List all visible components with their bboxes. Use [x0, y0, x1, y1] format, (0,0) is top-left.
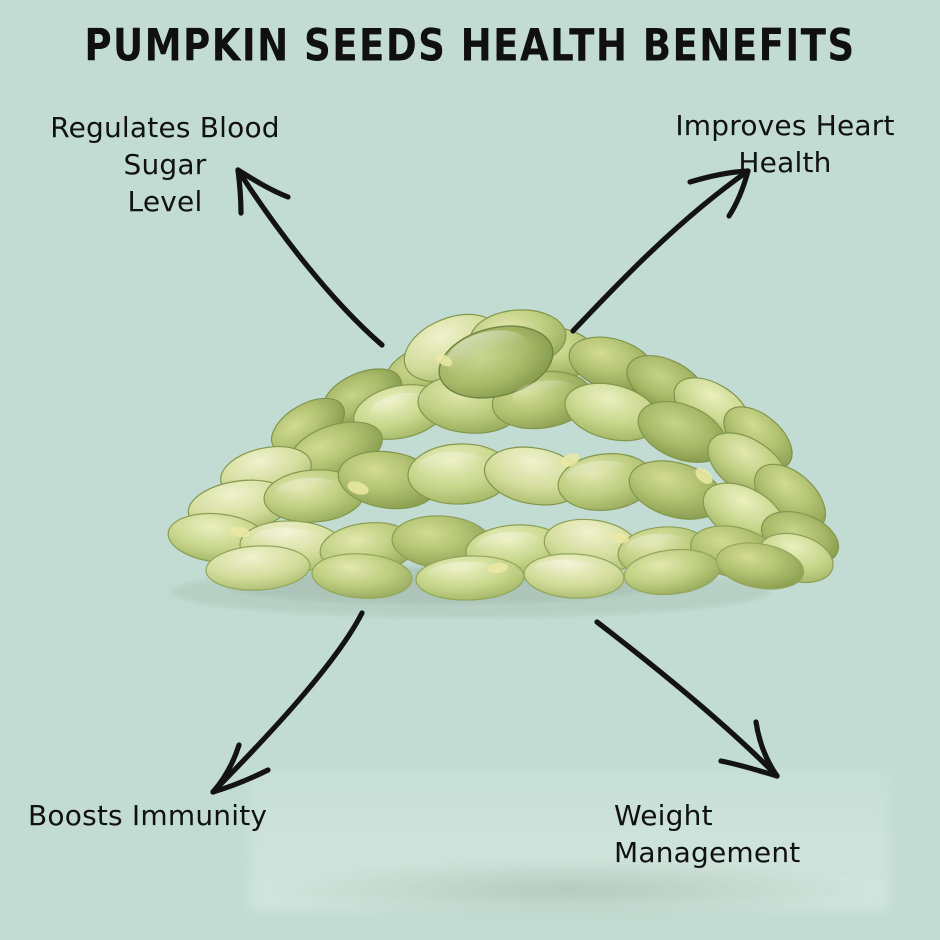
- benefit-label-boosts-immunity: Boosts Immunity: [28, 799, 268, 832]
- pile-shadow: [270, 860, 870, 920]
- seed-pile-illustration: [167, 309, 840, 618]
- page-title: PUMPKIN SEEDS HEALTH BENEFITS: [84, 20, 856, 72]
- arrow-down-left: [210, 610, 365, 795]
- benefit-label-improves-heart-health: Improves Heart Health: [675, 109, 895, 179]
- pumpkin-seeds-pile: [100, 300, 890, 920]
- arrow-down-right: [594, 619, 780, 779]
- benefit-label-regulates-blood-sugar-level: Regulates Blood Sugar Level: [50, 111, 280, 218]
- benefit-label-weight-management: Weight Management: [614, 799, 801, 869]
